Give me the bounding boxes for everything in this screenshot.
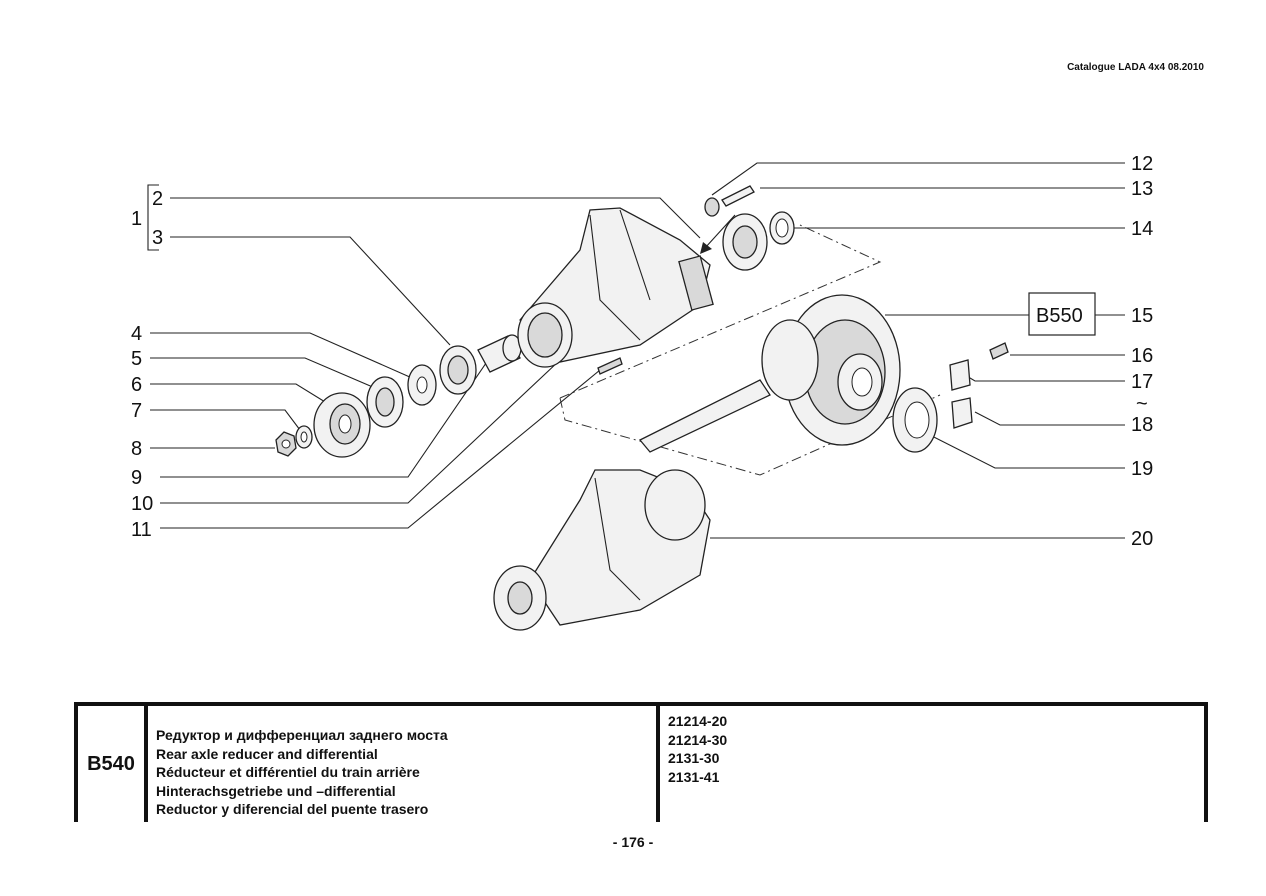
callout-numbers: 1 2 3 4 5 6 7 8 9 10 11 12 13 14 15 16 1… <box>131 153 1153 550</box>
callout-13: 13 <box>1131 178 1153 200</box>
table-divider <box>656 706 660 822</box>
leader-lines <box>147 162 1125 539</box>
callout-tilde: ~ <box>1136 393 1148 415</box>
section-code: B540 <box>78 706 148 822</box>
part-13-bolt <box>721 185 755 207</box>
part-19-nut <box>892 387 938 453</box>
callout-7: 7 <box>131 400 142 422</box>
callout-16: 16 <box>1131 345 1153 367</box>
model-item: 21214-30 <box>668 731 728 748</box>
part-9-spacer <box>477 334 522 373</box>
callout-18: 18 <box>1131 414 1153 436</box>
description-de: Hinterachsgetriebe und –differential <box>156 782 396 799</box>
callout-6: 6 <box>131 374 142 396</box>
part-16-bolt <box>989 342 1009 360</box>
catalogue-header: Catalogue LADA 4x4 08.2010 <box>1067 62 1204 73</box>
part-4-washer <box>407 364 437 406</box>
model-item: 2131-30 <box>668 750 720 766</box>
callout-17: 17 <box>1131 371 1153 393</box>
part-15-ring-gear <box>638 294 901 453</box>
callout-8: 8 <box>131 438 142 460</box>
reference-box[interactable]: B550 <box>1028 292 1096 336</box>
part-3-bearing <box>439 345 477 395</box>
model-list: 21214-20 21214-30 2131-30 2131-41 <box>668 712 727 786</box>
part-17-lock-plate <box>949 359 971 391</box>
callout-12: 12 <box>1131 153 1153 175</box>
callout-3: 3 <box>152 227 163 249</box>
callout-11: 11 <box>131 519 152 541</box>
model-item: 2131-41 <box>668 768 720 785</box>
part-8-nut <box>275 431 297 457</box>
callout-5: 5 <box>131 348 142 370</box>
callout-1: 1 <box>131 208 142 230</box>
callout-19: 19 <box>1131 458 1153 480</box>
callout-15: 15 <box>1131 305 1153 327</box>
callout-20: 20 <box>1131 528 1153 550</box>
exploded-parts-diagram: 1 2 3 4 5 6 7 8 9 10 11 12 13 14 15 16 1… <box>131 153 1153 631</box>
part-11-bolt <box>597 357 623 375</box>
part-7-washer <box>295 425 313 449</box>
description-es: Reductor y diferencial del puente traser… <box>156 801 429 817</box>
callout-9: 9 <box>131 467 142 489</box>
parts-info-table: B540 Редуктор и дифференциал заднего мос… <box>74 702 1208 822</box>
description-list: Редуктор и дифференциал заднего моста Re… <box>156 726 656 819</box>
part-20-assembled-reducer <box>493 469 711 631</box>
callout-4: 4 <box>131 323 142 345</box>
part-14-bearing <box>722 211 795 271</box>
description-fr: Réducteur et différentiel du train arriè… <box>156 764 420 780</box>
part-2-housing <box>517 207 714 368</box>
model-item: 21214-20 <box>668 713 728 729</box>
part-6-flange <box>313 392 371 458</box>
part-18-lock-plate <box>951 397 973 429</box>
description-en: Rear axle reducer and differential <box>156 745 378 762</box>
callout-14: 14 <box>1131 218 1153 240</box>
reference-box-label: B550 <box>1036 305 1083 327</box>
part-5-seal <box>366 376 404 428</box>
callout-10: 10 <box>131 493 153 515</box>
part-12-nut <box>704 197 720 217</box>
callout-2: 2 <box>152 188 163 210</box>
description-ru: Редуктор и дифференциал заднего моста <box>156 727 448 743</box>
page-number: - 176 - <box>612 834 654 850</box>
